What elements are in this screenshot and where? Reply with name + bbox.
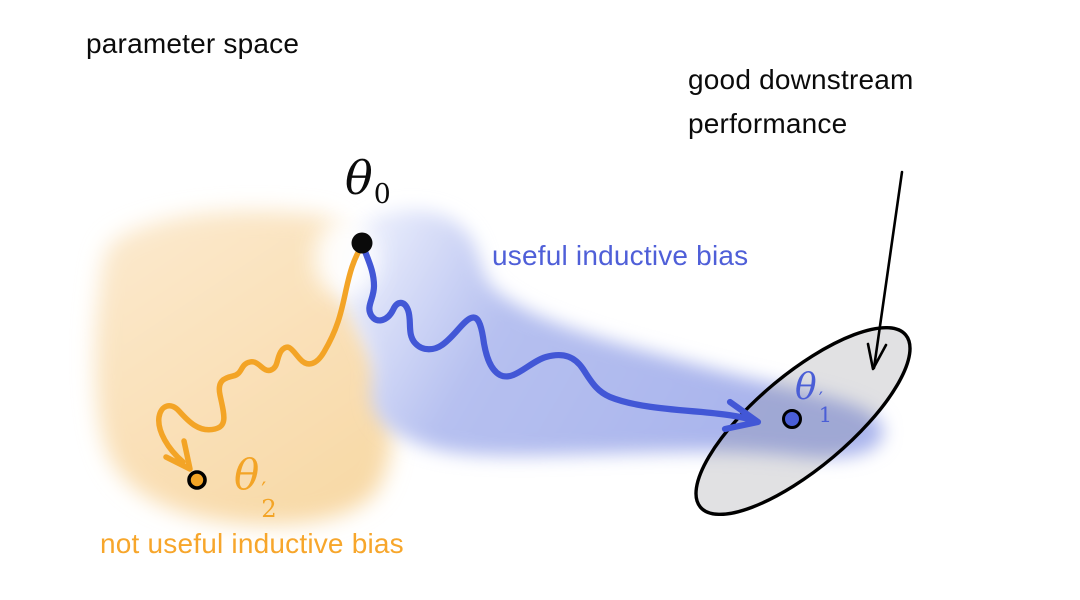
theta2-prime-mark: ′	[261, 477, 267, 503]
theta2-prime-label: θ′2	[234, 450, 277, 524]
orange-trajectory-path	[156, 244, 364, 465]
theta0-label: θ0	[345, 151, 391, 210]
pointer-arrowhead	[866, 342, 888, 371]
orange-arrowhead	[163, 438, 193, 472]
theta1-prime-mark: ′	[818, 389, 823, 411]
blue-arrowhead	[721, 398, 762, 433]
good-performance-ellipse	[694, 325, 912, 517]
theta1-scripts: ′1	[818, 389, 832, 428]
theta2-subscript: 2	[261, 494, 277, 524]
theta1-prime-label: θ′1	[795, 367, 832, 426]
theta0-subscript: 0	[373, 179, 391, 211]
useful-bias-label: useful inductive bias	[492, 240, 749, 271]
theta0-symbol: θ	[345, 151, 373, 205]
parameter-space-label: parameter space	[86, 28, 300, 59]
theta0-point	[351, 232, 373, 254]
good-downstream-line2: performance	[688, 108, 848, 139]
blue-trajectory-path	[359, 242, 756, 424]
theta1-symbol: θ	[795, 367, 817, 408]
blue-region-blob	[341, 210, 883, 458]
not-useful-bias-label: not useful inductive bias	[100, 528, 404, 559]
theta1-subscript: 1	[818, 403, 832, 428]
theta2-symbol: θ	[234, 450, 260, 499]
theta1-point	[782, 409, 802, 429]
good-downstream-line1: good downstream	[688, 64, 914, 95]
pointer-arrow-line	[872, 170, 904, 370]
theta2-scripts: ′2	[261, 477, 277, 524]
theta2-point	[187, 470, 207, 490]
good-downstream-label: good downstream performance	[688, 58, 914, 146]
